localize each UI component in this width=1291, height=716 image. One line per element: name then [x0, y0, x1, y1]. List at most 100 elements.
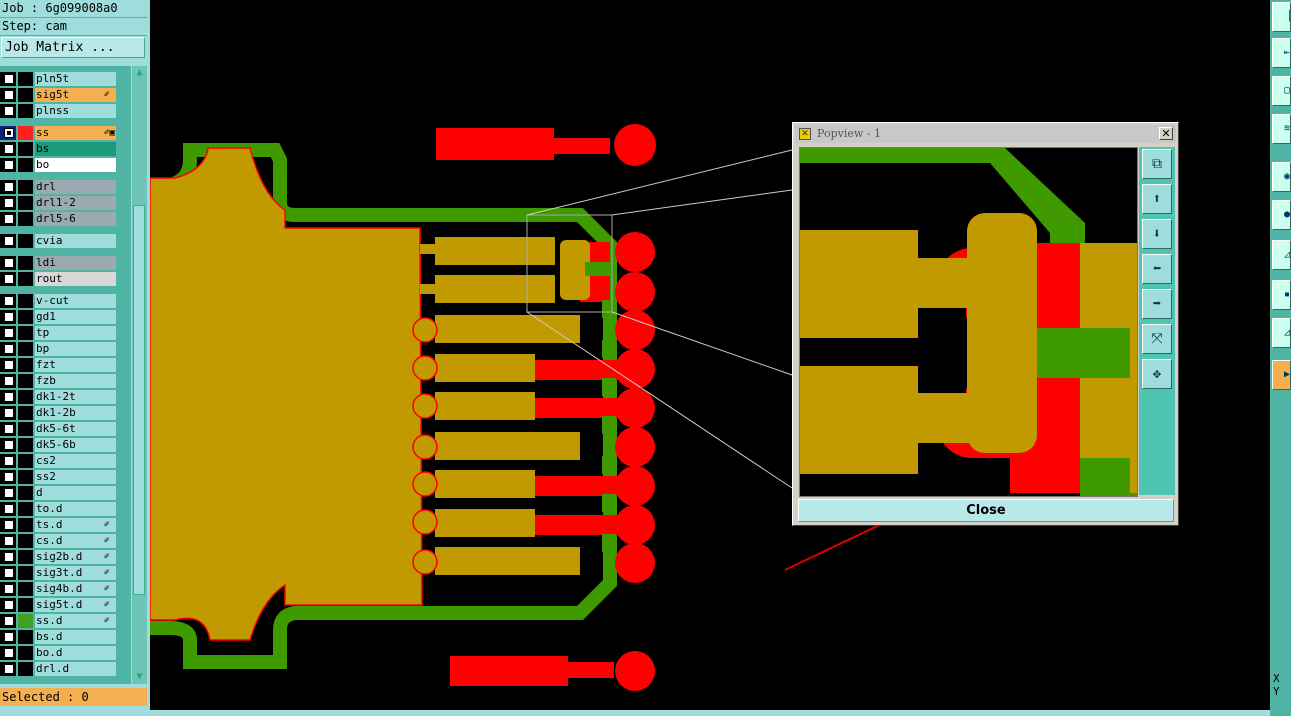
layer-name[interactable]: fzb: [35, 374, 116, 388]
pan-left-icon[interactable]: ⬅: [1142, 254, 1172, 284]
layer-color-swatch[interactable]: [18, 614, 33, 628]
layer-name[interactable]: bo: [35, 158, 116, 172]
layer-color-swatch[interactable]: [18, 438, 33, 452]
layer-row[interactable]: ss2: [0, 470, 120, 484]
layer-color-swatch[interactable]: [18, 374, 33, 388]
layer-color-swatch[interactable]: [18, 598, 33, 612]
scroll-up-icon[interactable]: ▲: [136, 67, 143, 78]
layer-name[interactable]: gd1: [35, 310, 116, 324]
layer-row[interactable]: ss.d✐: [0, 614, 120, 628]
close-button[interactable]: Close: [798, 499, 1174, 522]
layer-row[interactable]: fzb: [0, 374, 120, 388]
layer-color-swatch[interactable]: [18, 470, 33, 484]
layer-row[interactable]: bo: [0, 158, 120, 172]
layer-row[interactable]: gd1: [0, 310, 120, 324]
layer-color-swatch[interactable]: [18, 310, 33, 324]
layer-color-swatch[interactable]: [18, 212, 33, 226]
layer-name[interactable]: cvia: [35, 234, 116, 248]
layer-checkbox[interactable]: [4, 328, 14, 338]
layer-row[interactable]: sig5t✐: [0, 88, 120, 102]
layer-checkbox[interactable]: [4, 160, 14, 170]
pan-right-icon[interactable]: ➡: [1142, 289, 1172, 319]
layer-color-swatch[interactable]: [18, 502, 33, 516]
tool-8-icon[interactable]: ▪: [1272, 280, 1291, 310]
job-matrix-button[interactable]: Job Matrix ...: [1, 37, 145, 58]
layer-color-swatch[interactable]: [18, 72, 33, 86]
layer-checkbox[interactable]: [4, 568, 14, 578]
layer-row[interactable]: drl1-2: [0, 196, 120, 210]
layer-checkbox[interactable]: [4, 74, 14, 84]
layer-row[interactable]: ts.d✐: [0, 518, 120, 532]
layer-color-swatch[interactable]: [18, 126, 33, 140]
layer-name[interactable]: ss2: [35, 470, 116, 484]
layer-row[interactable]: ss✐▣: [0, 126, 120, 140]
layer-row[interactable]: cs.d✐: [0, 534, 120, 548]
layer-name[interactable]: cs.d: [35, 534, 116, 548]
layer-checkbox[interactable]: [4, 600, 14, 610]
layer-color-swatch[interactable]: [18, 358, 33, 372]
tool-2-icon[interactable]: ⇤: [1272, 38, 1291, 68]
layer-checkbox[interactable]: [4, 90, 14, 100]
layer-color-swatch[interactable]: [18, 518, 33, 532]
layer-checkbox[interactable]: [4, 440, 14, 450]
layer-row[interactable]: tp: [0, 326, 120, 340]
popview-titlebar[interactable]: ✕ Popview - 1 ✕: [795, 125, 1176, 143]
layer-color-swatch[interactable]: [18, 582, 33, 596]
layer-checkbox[interactable]: [4, 258, 14, 268]
layer-color-swatch[interactable]: [18, 662, 33, 676]
tool-10-icon[interactable]: ▶: [1272, 360, 1291, 390]
layer-row[interactable]: dk5-6t: [0, 422, 120, 436]
layer-name[interactable]: bo.d: [35, 646, 116, 660]
layer-color-swatch[interactable]: [18, 142, 33, 156]
layer-row[interactable]: dk1-2b: [0, 406, 120, 420]
layer-name[interactable]: sig5t.d: [35, 598, 116, 612]
layer-color-swatch[interactable]: [18, 272, 33, 286]
layer-color-swatch[interactable]: [18, 294, 33, 308]
zoom-fit-icon[interactable]: ⧉: [1142, 149, 1172, 179]
tool-9-icon[interactable]: ◿: [1272, 318, 1291, 348]
layer-color-swatch[interactable]: [18, 256, 33, 270]
layer-checkbox[interactable]: [4, 198, 14, 208]
layer-name[interactable]: pln5t: [35, 72, 116, 86]
popview-canvas[interactable]: [799, 147, 1138, 497]
layer-name[interactable]: drl.d: [35, 662, 116, 676]
layer-color-swatch[interactable]: [18, 234, 33, 248]
layer-row[interactable]: bs.d: [0, 630, 120, 644]
layer-color-swatch[interactable]: [18, 326, 33, 340]
layer-checkbox[interactable]: [4, 552, 14, 562]
layer-checkbox[interactable]: [4, 456, 14, 466]
layer-checkbox[interactable]: [4, 424, 14, 434]
layer-checkbox[interactable]: [4, 584, 14, 594]
layer-name[interactable]: v-cut: [35, 294, 116, 308]
layer-checkbox[interactable]: [4, 182, 14, 192]
layer-checkbox[interactable]: [4, 408, 14, 418]
layer-checkbox[interactable]: [4, 392, 14, 402]
layer-checkbox[interactable]: [4, 504, 14, 514]
layer-row[interactable]: dk1-2t: [0, 390, 120, 404]
layer-name[interactable]: ss: [35, 126, 116, 140]
layer-checkbox[interactable]: [4, 648, 14, 658]
layer-color-swatch[interactable]: [18, 534, 33, 548]
layer-name[interactable]: sig3t.d: [35, 566, 116, 580]
layer-color-swatch[interactable]: [18, 422, 33, 436]
close-icon[interactable]: ✕: [1159, 127, 1173, 140]
layer-row[interactable]: bs: [0, 142, 120, 156]
layer-row[interactable]: d: [0, 486, 120, 500]
layer-name[interactable]: dk1-2t: [35, 390, 116, 404]
layer-checkbox[interactable]: [4, 144, 14, 154]
layer-checkbox[interactable]: [4, 274, 14, 284]
layer-name[interactable]: to.d: [35, 502, 116, 516]
layer-row[interactable]: plnss: [0, 104, 120, 118]
layer-row[interactable]: drl5-6: [0, 212, 120, 226]
layer-color-swatch[interactable]: [18, 630, 33, 644]
layer-name[interactable]: sig4b.d: [35, 582, 116, 596]
pan-up-icon[interactable]: ⬆: [1142, 184, 1172, 214]
layer-checkbox[interactable]: [4, 214, 14, 224]
layer-checkbox[interactable]: [4, 344, 14, 354]
layer-checkbox[interactable]: [4, 376, 14, 386]
layer-color-swatch[interactable]: [18, 390, 33, 404]
layer-name[interactable]: ts.d: [35, 518, 116, 532]
layer-checkbox[interactable]: [4, 632, 14, 642]
layer-row[interactable]: drl: [0, 180, 120, 194]
layer-name[interactable]: bp: [35, 342, 116, 356]
